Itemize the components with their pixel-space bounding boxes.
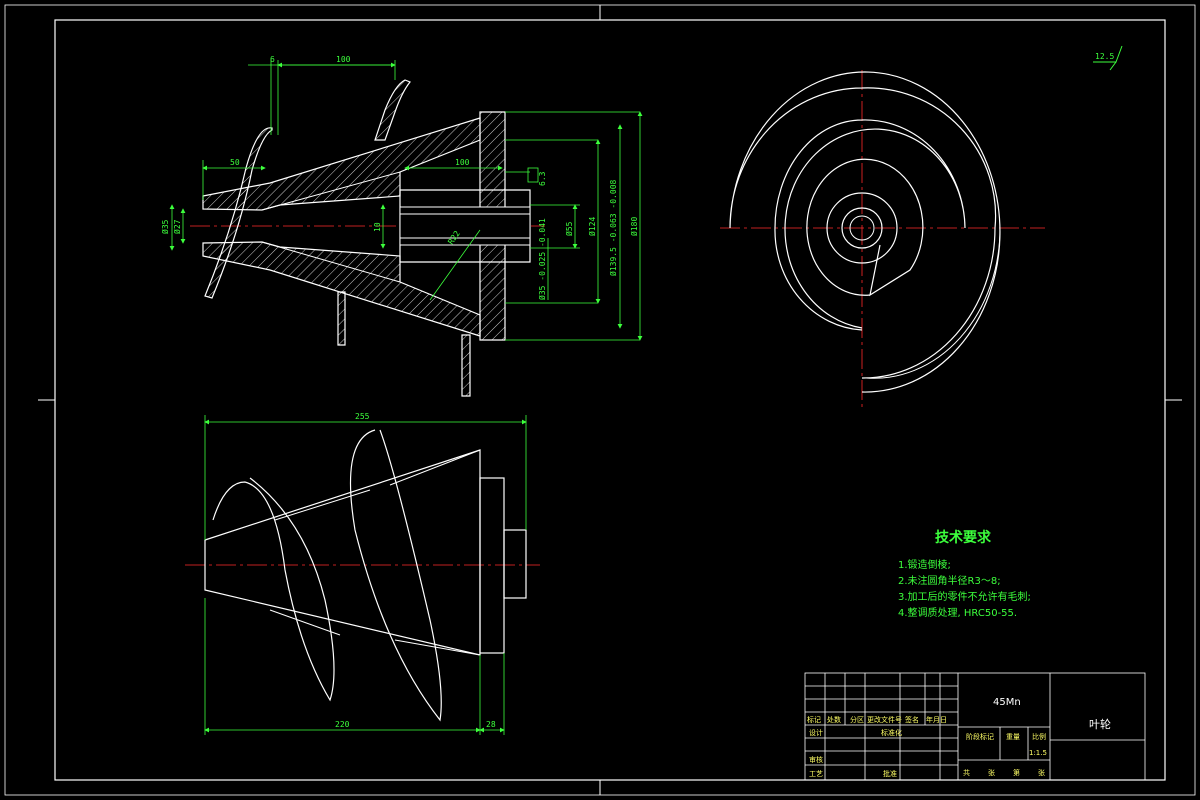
dim-124: Ø124 — [587, 217, 597, 236]
tb-sheet-1: 共 — [963, 768, 970, 777]
tb-sheet-2: 张 — [988, 768, 995, 777]
tb-label-design: 设计 — [809, 728, 823, 737]
tech-item-3: 3.加工后的零件不允许有毛刺; — [898, 590, 1031, 603]
helix-left — [212, 477, 335, 702]
tb-scale: 1:1.5 — [1029, 749, 1047, 757]
helix-mid — [349, 429, 442, 722]
flight-lower — [337, 291, 346, 346]
helix-lines — [269, 449, 481, 656]
tb-sheet-4: 张 — [1038, 768, 1045, 777]
dim-55: Ø55 — [564, 221, 574, 236]
tb-sheet-3: 第 — [1013, 768, 1020, 777]
dim-1395: Ø139.5 -0.063 -0.008 — [608, 179, 618, 276]
hub-circle-inner — [849, 215, 875, 241]
outer-view: 255 220 28 — [185, 412, 540, 735]
tb-hdr-4: 更改文件号 — [867, 715, 902, 724]
end-view — [720, 70, 1045, 408]
outer-dimensions — [204, 415, 527, 735]
tb-material: 45Mn — [993, 697, 1021, 708]
hub-circle-bore — [841, 207, 883, 249]
dim-255: 255 — [355, 412, 370, 421]
tb-label-review: 审核 — [809, 755, 823, 764]
inner-cavity — [261, 171, 401, 283]
tb-label-standard: 标准化 — [881, 728, 902, 737]
hub-bore — [399, 206, 531, 246]
tb-hdr-3: 分区 — [850, 715, 864, 724]
tech-item-2: 2.未注圆角半径R3～8; — [898, 574, 1001, 587]
dim-100-top: 100 — [336, 55, 351, 64]
section-view: 100 6 50 100 Ø35 Ø27 10 Ø55 Ø124 Ø139.5 … — [160, 55, 643, 397]
tech-requirements: 技术要求 1.锻造倒棱; 2.未注圆角半径R3～8; 3.加工后的零件不允许有毛… — [898, 529, 1031, 619]
sheet-frame — [4, 4, 1196, 796]
tech-item-4: 4.整调质处理, HRC50-55. — [898, 606, 1017, 619]
dim-35: Ø35 — [160, 219, 170, 234]
tb-label-approve: 批准 — [883, 769, 897, 778]
hub-disc — [806, 158, 924, 297]
dim-220: 220 — [335, 720, 350, 729]
roughness-symbol: 12.5 — [1093, 45, 1123, 71]
dim-6: 6 — [270, 55, 275, 64]
outer-shaft — [503, 529, 527, 599]
spiral-inner — [774, 119, 966, 331]
dim-27: Ø27 — [172, 219, 182, 234]
roughness-value: 12.5 — [1095, 52, 1114, 61]
dim-100-inner: 100 — [455, 158, 470, 167]
title-block: 标记 处数 分区 更改文件号 签名 年月日 设计 审核 工艺 标准化 批准 45… — [804, 672, 1146, 781]
tb-part-name: 叶轮 — [1089, 717, 1111, 731]
tech-title: 技术要求 — [935, 529, 992, 546]
tb-hdr-5: 签名 — [905, 715, 919, 724]
tech-item-1: 1.锻造倒棱; — [898, 558, 951, 571]
dim-pos: 6.3 — [538, 171, 547, 186]
tb-stage-label: 阶段标记 — [966, 732, 994, 741]
flight-top — [374, 79, 411, 141]
hub-circle-outer — [826, 192, 898, 264]
dim-180: Ø180 — [629, 217, 639, 236]
tb-hdr-1: 标记 — [807, 715, 821, 724]
dim-50: 50 — [230, 158, 240, 167]
flight-bottom — [461, 334, 471, 397]
tb-label-process: 工艺 — [809, 770, 823, 778]
tb-weight-label: 重量 — [1006, 733, 1020, 741]
tb-hdr-2: 处数 — [827, 715, 841, 724]
spiral-mid — [862, 227, 1001, 393]
dim-10: 10 — [373, 222, 382, 232]
section-dimensions — [169, 60, 643, 341]
tb-hdr-6: 年月日 — [926, 715, 947, 724]
outer-hub — [479, 477, 505, 654]
dim-bore: Ø35 -0.025 -0.041 — [537, 218, 547, 300]
flight-left — [204, 127, 273, 299]
tb-scale-label: 比例 — [1032, 732, 1046, 741]
cone-body — [204, 449, 481, 656]
dim-28: 28 — [486, 720, 496, 729]
